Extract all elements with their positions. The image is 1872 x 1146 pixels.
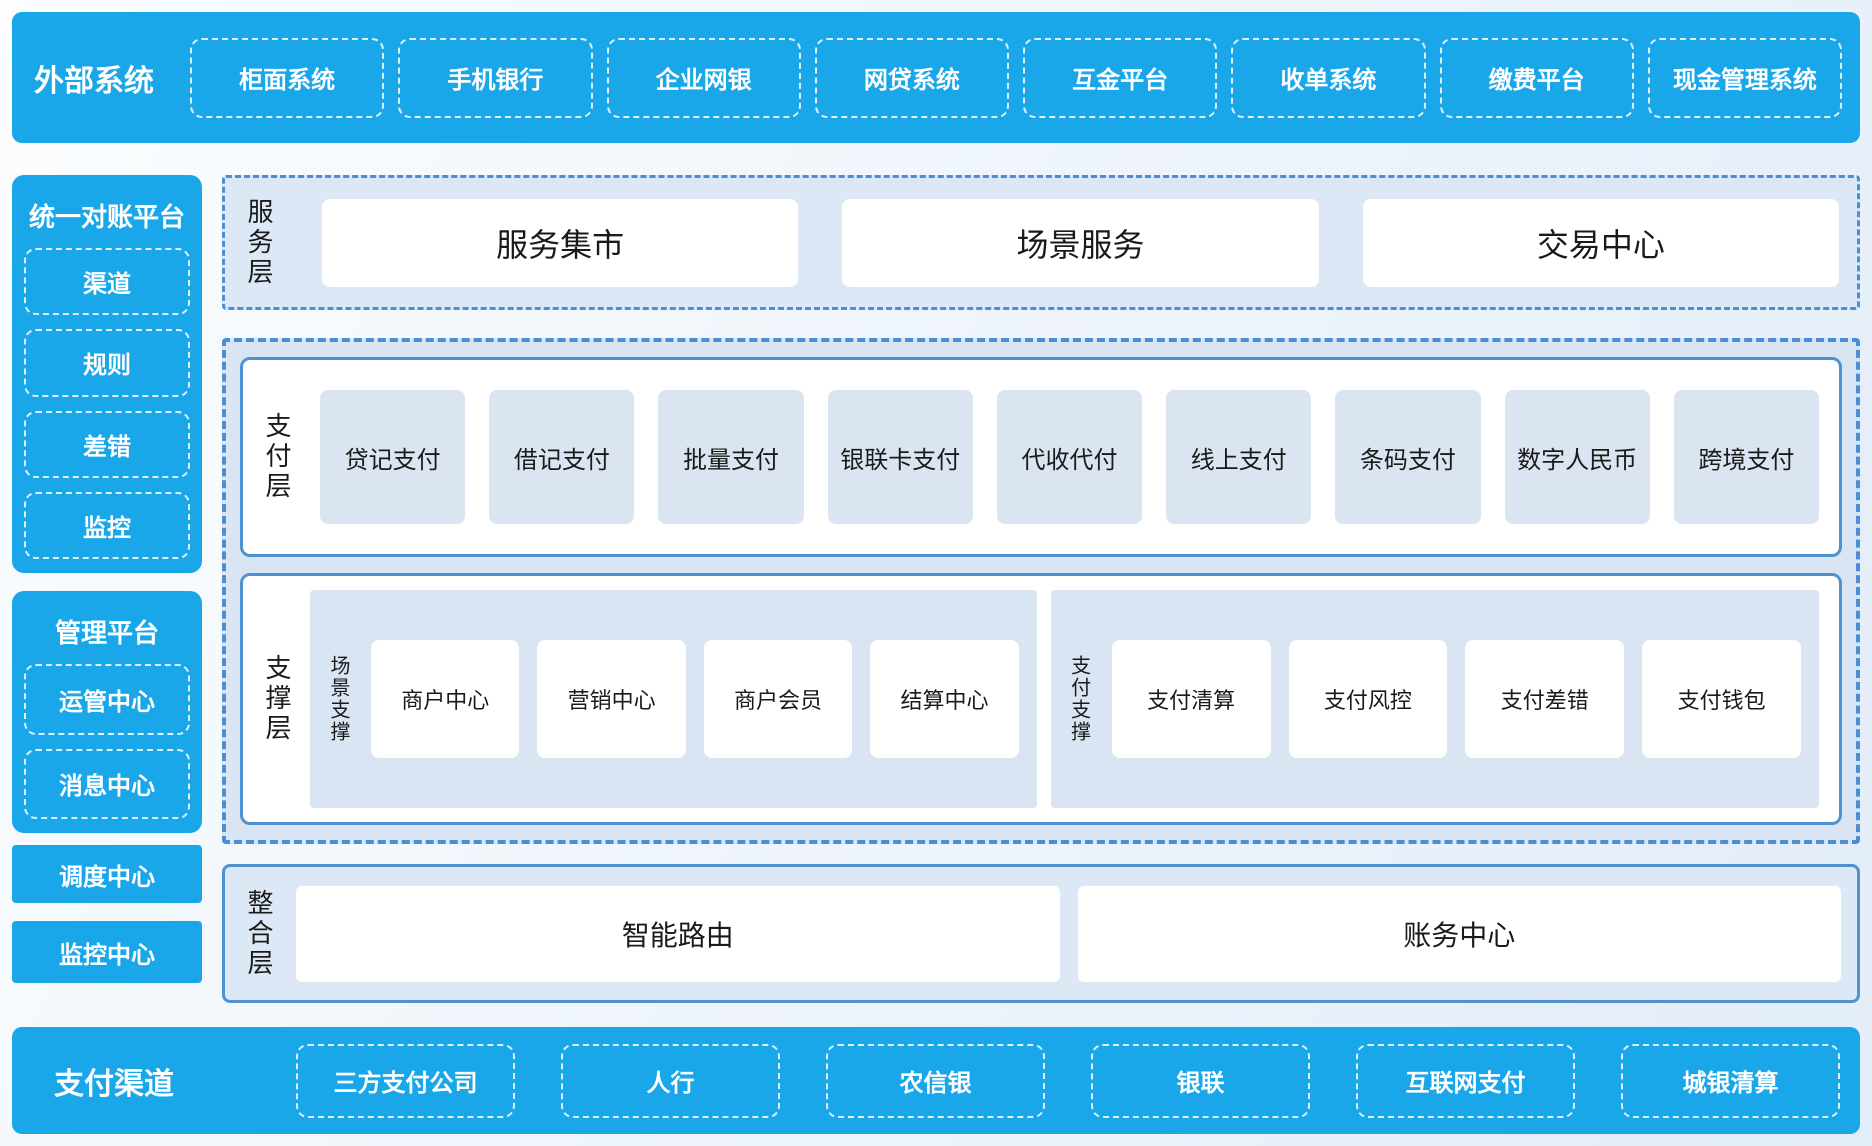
left-sidebar: 统一对账平台 渠道 规则 差错 监控 管理平台 运管中心 消息中心 调度中心 监… bbox=[12, 175, 202, 1003]
external-system-chip-online-loan: 网贷系统 bbox=[814, 37, 1009, 118]
support-box-marketing-center: 营销中心 bbox=[537, 640, 686, 759]
channel-chip-city-bank-clearing: 城银清算 bbox=[1621, 1043, 1840, 1118]
service-box-service-market: 服务集市 bbox=[322, 198, 799, 287]
scene-support-label: 场景支撑 bbox=[327, 655, 349, 744]
reconciliation-platform-title: 统一对账平台 bbox=[28, 202, 185, 232]
support-layer-band: 支撑层 场景支撑 商户中心 营销中心 商户会员 结算中心 支付支撑 支付清算 支… bbox=[240, 573, 1842, 825]
support-box-payment-errors: 支付差错 bbox=[1465, 640, 1625, 759]
monitor-center-block: 监控中心 bbox=[12, 921, 202, 983]
support-box-payment-clearing: 支付清算 bbox=[1111, 640, 1271, 759]
management-platform-items: 运管中心 消息中心 bbox=[24, 664, 190, 819]
support-layer-label: 支撑层 bbox=[262, 654, 292, 745]
core-layers-wrap: 支付层 贷记支付 借记支付 批量支付 银联卡支付 代收代付 线上支付 条码支付 … bbox=[222, 338, 1860, 844]
external-system-chip-bill-payment: 缴费平台 bbox=[1439, 37, 1634, 118]
external-system-chip-mobile-banking: 手机银行 bbox=[398, 37, 593, 118]
pay-box-batch: 批量支付 bbox=[658, 390, 804, 525]
channel-chip-pboc: 人行 bbox=[561, 1043, 780, 1118]
support-box-merchant-member: 商户会员 bbox=[703, 640, 853, 759]
pay-box-cross-border: 跨境支付 bbox=[1673, 390, 1819, 525]
reconciliation-platform-block: 统一对账平台 渠道 规则 差错 监控 bbox=[12, 175, 202, 573]
external-systems-bar: 外部系统 柜面系统 手机银行 企业网银 网贷系统 互金平台 收单系统 缴费平台 … bbox=[12, 12, 1860, 143]
recon-chip-channel: 渠道 bbox=[24, 248, 190, 316]
pay-box-debit: 借记支付 bbox=[489, 390, 635, 525]
payment-channels-bar: 支付渠道 三方支付公司 人行 农信银 银联 互联网支付 城银清算 bbox=[12, 1027, 1860, 1134]
service-box-scenario-service: 场景服务 bbox=[842, 198, 1319, 287]
pay-box-unionpay-card: 银联卡支付 bbox=[827, 390, 973, 525]
pay-box-digital-rmb: 数字人民币 bbox=[1504, 390, 1650, 525]
channel-chip-unionpay: 银联 bbox=[1091, 1043, 1310, 1118]
payment-support-label: 支付支撑 bbox=[1067, 655, 1090, 744]
mgmt-chip-message-center: 消息中心 bbox=[24, 748, 190, 819]
channel-chip-internet-payment: 互联网支付 bbox=[1356, 1043, 1575, 1118]
support-box-payment-wallet: 支付钱包 bbox=[1642, 640, 1802, 759]
payment-support-group: 支付支撑 支付清算 支付风控 支付差错 支付钱包 bbox=[1050, 590, 1819, 808]
int-box-accounting-center: 账务中心 bbox=[1077, 885, 1841, 982]
payment-layer-band: 支付层 贷记支付 借记支付 批量支付 银联卡支付 代收代付 线上支付 条码支付 … bbox=[240, 357, 1842, 558]
mgmt-chip-operations-center: 运管中心 bbox=[24, 664, 190, 735]
pay-box-barcode: 条码支付 bbox=[1335, 390, 1481, 525]
dispatch-center-block: 调度中心 bbox=[12, 845, 202, 903]
pay-box-collection: 代收代付 bbox=[996, 390, 1143, 525]
recon-chip-rules: 规则 bbox=[24, 329, 190, 397]
pay-box-credit: 贷记支付 bbox=[320, 390, 466, 525]
external-system-chip-corporate-ebank: 企业网银 bbox=[606, 37, 801, 118]
payment-channels-label: 支付渠道 bbox=[54, 1067, 174, 1101]
management-platform-block: 管理平台 运管中心 消息中心 bbox=[12, 591, 202, 833]
service-layer-label: 服务层 bbox=[244, 197, 274, 288]
service-layer-band: 服务层 服务集市 场景服务 交易中心 bbox=[222, 175, 1860, 310]
channel-chip-rural-credit: 农信银 bbox=[826, 1043, 1045, 1118]
reconciliation-platform-items: 渠道 规则 差错 监控 bbox=[24, 248, 190, 559]
external-system-chip-acquiring: 收单系统 bbox=[1231, 37, 1426, 118]
service-box-transaction-center: 交易中心 bbox=[1362, 198, 1839, 287]
external-system-chip-cash-management: 现金管理系统 bbox=[1647, 37, 1842, 118]
support-box-settlement-center: 结算中心 bbox=[870, 640, 1019, 759]
pay-box-online: 线上支付 bbox=[1166, 390, 1312, 525]
recon-chip-errors: 差错 bbox=[24, 410, 190, 478]
external-system-chip-internet-finance: 互金平台 bbox=[1023, 37, 1218, 118]
support-box-payment-risk: 支付风控 bbox=[1288, 640, 1448, 759]
scene-support-group: 场景支撑 商户中心 营销中心 商户会员 结算中心 bbox=[310, 590, 1037, 808]
recon-chip-monitoring: 监控 bbox=[24, 491, 190, 559]
external-systems-label: 外部系统 bbox=[34, 64, 154, 98]
channel-chip-third-party: 三方支付公司 bbox=[296, 1043, 515, 1118]
support-box-merchant-center: 商户中心 bbox=[371, 640, 520, 759]
int-box-smart-routing: 智能路由 bbox=[296, 885, 1060, 982]
layered-architecture: 服务层 服务集市 场景服务 交易中心 支付层 贷记支付 借记支付 批量支付 银联… bbox=[222, 175, 1860, 1003]
management-platform-title: 管理平台 bbox=[54, 618, 159, 648]
middle-region: 统一对账平台 渠道 规则 差错 监控 管理平台 运管中心 消息中心 调度中心 监… bbox=[12, 175, 1860, 1003]
external-system-chip-counter: 柜面系统 bbox=[190, 37, 385, 118]
integration-layer-label: 整合层 bbox=[244, 888, 274, 979]
payment-layer-label: 支付层 bbox=[262, 412, 292, 503]
integration-layer-band: 整合层 智能路由 账务中心 bbox=[222, 864, 1860, 1003]
